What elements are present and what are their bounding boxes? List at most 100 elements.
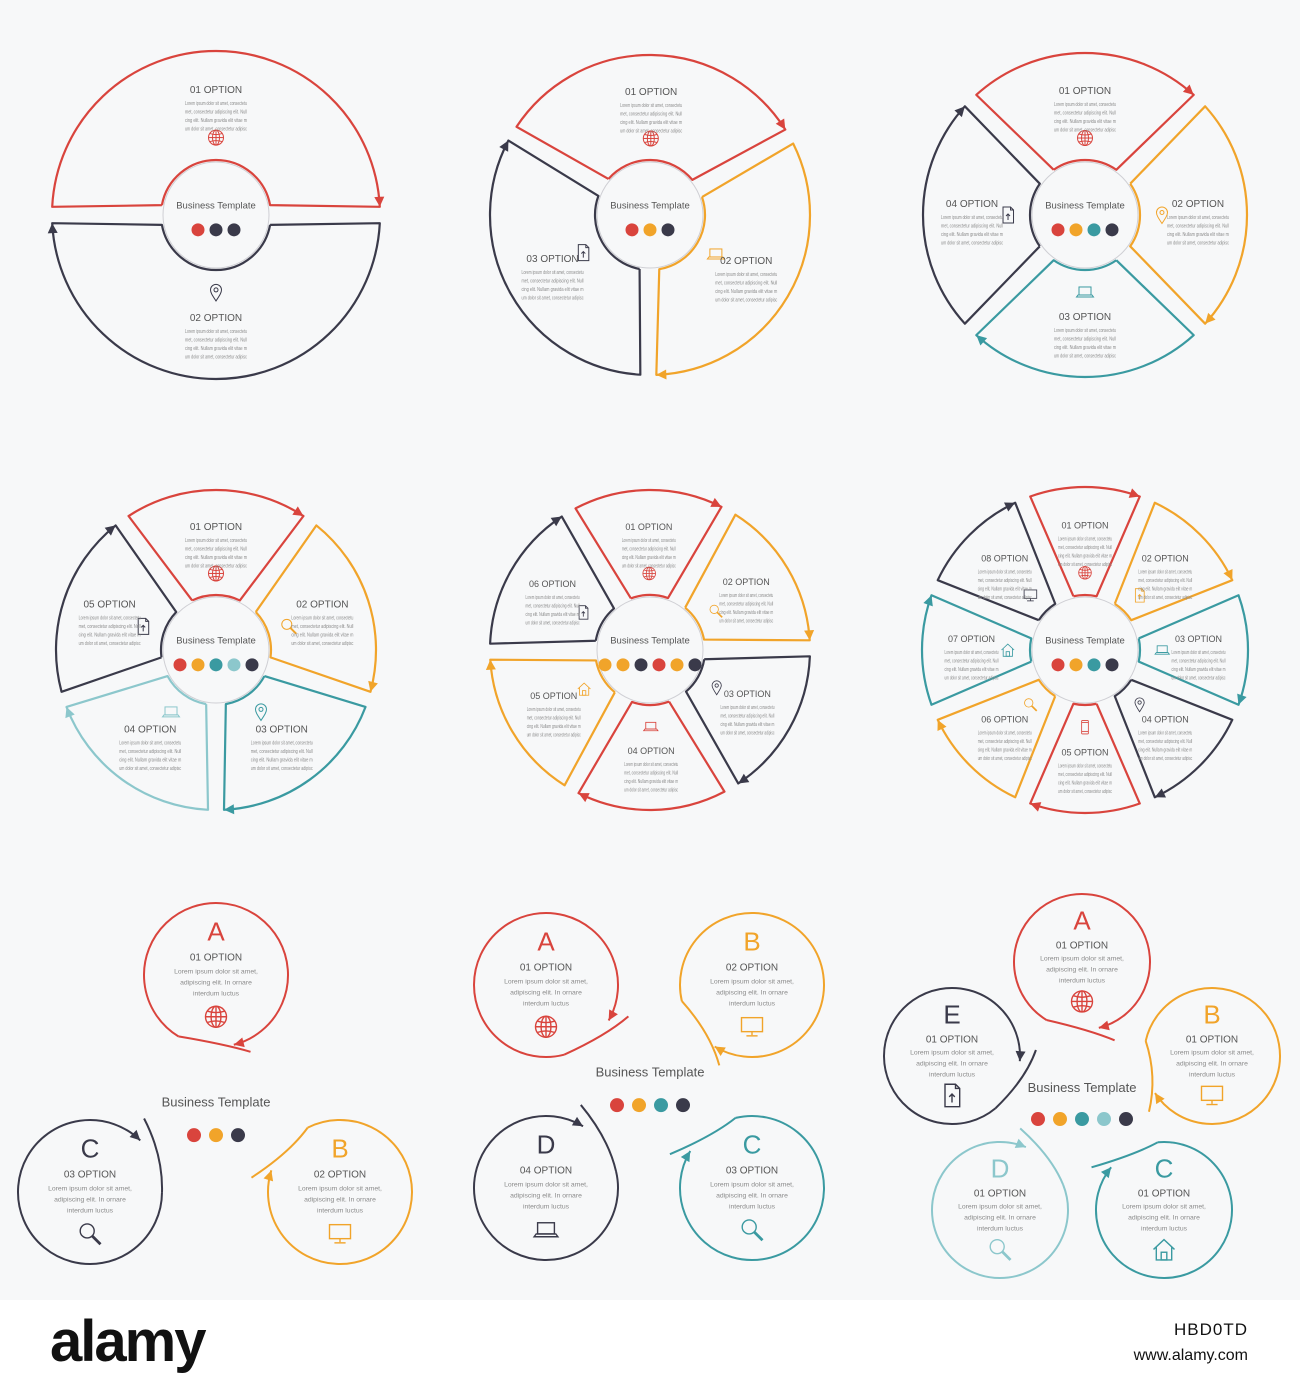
body-text: Lorem ipsum dolor sit amet, consectetu	[1172, 650, 1226, 656]
globe-icon	[204, 1005, 228, 1028]
map-pin-icon	[209, 284, 223, 302]
option-label: 01 OPTION	[974, 1188, 1026, 1199]
body-text: Lorem ipsum dolor sit amet,	[710, 979, 794, 986]
node-letter: A	[207, 916, 225, 946]
body-text: interdum luctus	[729, 1001, 776, 1008]
arrow-head	[1128, 488, 1140, 498]
body-text: interdum luctus	[1141, 1226, 1188, 1233]
infographic-sheet: 01 OPTION Lorem ipsum dolor sit amet, con…	[17, 49, 1281, 1279]
body-text: cing elit. Nullam gravida elit vitae m	[715, 289, 777, 295]
center-title: Business Template	[1045, 636, 1125, 647]
segment-outline	[655, 142, 812, 376]
center-dot	[676, 1098, 690, 1113]
option-label: 04 OPTION	[946, 199, 998, 210]
body-text: um dolor sit amet, consectetur adipisc	[1172, 676, 1226, 682]
body-text: Lorem ipsum dolor sit amet, consectetu	[620, 103, 682, 109]
node-letter: E	[943, 999, 960, 1029]
body-text: cing elit. Nullam gravida elit vitae m	[1138, 587, 1192, 593]
center-title: Business Template	[1028, 1080, 1137, 1095]
center-title: Business Template	[610, 636, 690, 647]
arrow-head	[571, 1116, 584, 1127]
arrow-head	[656, 369, 667, 380]
center-dot	[670, 658, 684, 672]
body-text: cing elit. Nullam gravida elit vitae m	[1172, 667, 1226, 673]
node-letter: A	[1073, 905, 1091, 935]
center-ring	[162, 596, 270, 704]
center-ring	[162, 161, 270, 269]
node-letter: B	[743, 926, 760, 956]
body-text: met, consectetur adipiscing elit. Null	[185, 109, 247, 115]
monitor-icon	[1023, 589, 1038, 602]
body-text: adipiscing elit. In ornare	[510, 1193, 582, 1200]
document-icon	[944, 1083, 961, 1108]
body-text: Lorem ipsum dolor sit amet, consectetu	[522, 270, 584, 276]
segment-outline	[684, 513, 811, 642]
arrow-head	[1003, 502, 1016, 512]
body-text: um dolor sit amet, consectetur adipisc	[622, 564, 676, 570]
option-label: 02 OPTION	[1172, 199, 1224, 210]
center-dot	[209, 223, 223, 237]
center-dot	[1053, 1112, 1067, 1127]
home-icon	[1153, 1238, 1175, 1261]
body-text: adipiscing elit. In ornare	[964, 1215, 1036, 1222]
center-dot	[227, 223, 241, 237]
monitor-icon	[328, 1223, 352, 1244]
arrow-head	[499, 140, 509, 152]
body-text: met, consectetur adipiscing elit. Null	[1054, 111, 1116, 117]
center-dot	[625, 223, 639, 237]
body-text: cing elit. Nullam gravida elit vitae m	[291, 632, 353, 638]
hub-connector	[143, 1118, 164, 1193]
node-letter: D	[991, 1153, 1010, 1183]
node-letter: C	[81, 1133, 100, 1163]
body-text: met, consectetur adipiscing elit. Null	[1138, 739, 1192, 745]
body-text: um dolor sit amet, consectetur adipisc	[1054, 128, 1116, 134]
segment-outline	[489, 515, 616, 645]
node-circle	[883, 987, 1021, 1125]
body-text: um dolor sit amet, consectetur adipisc	[185, 355, 247, 361]
body-text: cing elit. Nullam gravida elit vitae m	[622, 555, 676, 561]
arrow-head	[292, 506, 304, 517]
body-text: adipiscing elit. In ornare	[1046, 967, 1118, 974]
arrow-head	[263, 1170, 274, 1182]
body-text: adipiscing elit. In ornare	[54, 1197, 126, 1204]
option-label: 07 OPTION	[948, 634, 995, 644]
body-text: Lorem ipsum dolor sit amet, consectetu	[251, 740, 313, 746]
body-text: Lorem ipsum dolor sit amet, consectetu	[1138, 570, 1192, 576]
center-dot	[661, 223, 675, 237]
option-label: 02 OPTION	[190, 313, 242, 324]
option-label: 04 OPTION	[124, 724, 176, 735]
body-text: met, consectetur adipiscing elit. Null	[1138, 578, 1192, 584]
magnifier-icon	[79, 1223, 102, 1246]
segment-outline	[51, 222, 381, 381]
body-text: Lorem ipsum dolor sit amet, consectetu	[622, 538, 676, 544]
body-text: cing elit. Nullam gravida elit vitae m	[522, 287, 584, 293]
magnifier-icon	[709, 604, 723, 618]
center-dot	[1051, 658, 1065, 672]
body-text: um dolor sit amet, consectetur adipisc	[620, 129, 682, 135]
body-text: adipiscing elit. In ornare	[716, 990, 788, 997]
body-text: cing elit. Nullam gravida elit vitae m	[527, 724, 581, 730]
body-text: cing elit. Nullam gravida elit vitae m	[251, 757, 313, 763]
body-text: Lorem ipsum dolor sit amet, consectetu	[715, 272, 777, 278]
body-text: Lorem ipsum dolor sit amet,	[1040, 956, 1124, 963]
body-text: interdum luctus	[523, 1204, 570, 1211]
option-label: 01 OPTION	[190, 85, 242, 96]
body-text: met, consectetur adipiscing elit. Null	[624, 770, 678, 776]
center-title: Business Template	[176, 201, 256, 212]
node-circle	[473, 912, 619, 1058]
segment-outline	[65, 674, 210, 811]
body-text: Lorem ipsum dolor sit amet, consectetu	[1138, 730, 1192, 736]
node-circle	[931, 1141, 1069, 1279]
body-text: Lorem ipsum dolor sit amet, consectetu	[185, 329, 247, 335]
